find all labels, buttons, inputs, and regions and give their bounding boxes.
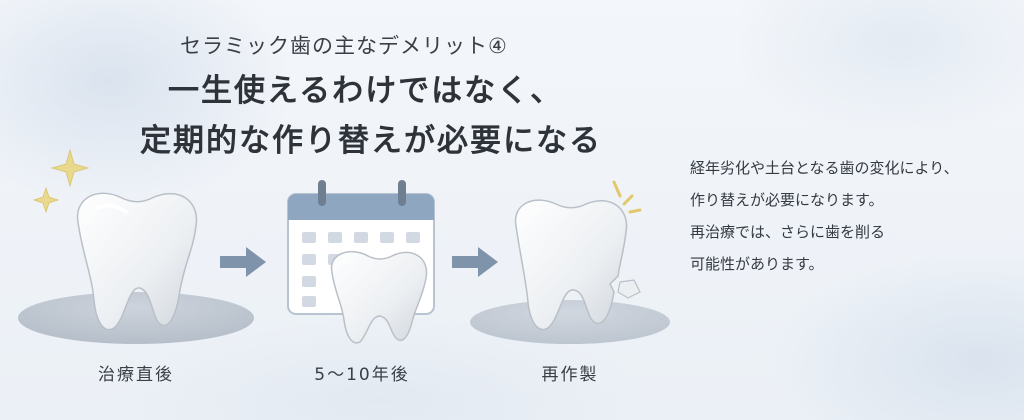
headline-line-2: 定期的な作り替えが必要になる: [140, 123, 602, 159]
sparkle-icon: [32, 148, 90, 214]
description: 経年劣化や土台となる歯の変化により、 作り替えが必要になります。 再治療では、さ…: [690, 152, 959, 280]
description-line-2: 作り替えが必要になります。: [690, 191, 884, 209]
step-caption-3: 再作製: [541, 365, 599, 385]
arrow-right-icon: [220, 247, 266, 277]
description-line-3: 再治療では、さらに歯を削る: [690, 223, 886, 241]
headline-line-1: 一生使えるわけではなく、: [168, 73, 564, 109]
arrow-right-icon: [452, 247, 498, 277]
description-line-1: 経年劣化や土台となる歯の変化により、: [690, 159, 959, 177]
page-headline: 一生使えるわけではなく、 定期的な作り替えが必要になる: [140, 66, 602, 166]
calendar-with-tooth-icon: [287, 180, 435, 344]
shiny-tooth-icon: [18, 148, 254, 344]
page-subtitle: セラミック歯の主なデメリット④: [180, 34, 508, 58]
step-caption-1: 治療直後: [98, 365, 174, 385]
chipped-tooth-icon: [470, 180, 670, 344]
description-line-4: 可能性があります。: [690, 255, 824, 273]
step-caption-2: 5〜10年後: [314, 365, 410, 385]
